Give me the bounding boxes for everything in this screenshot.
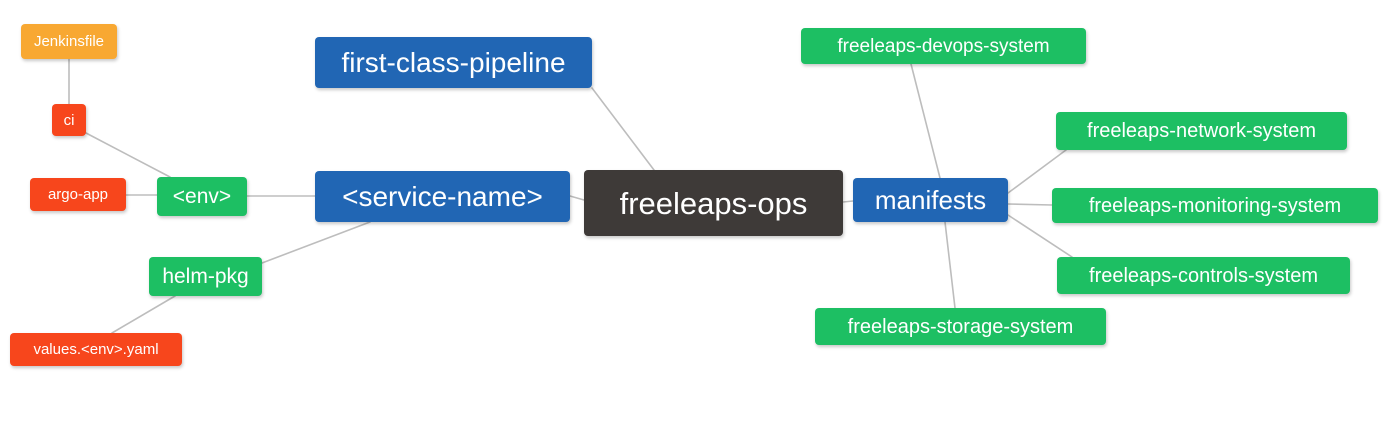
node-first-class-pipeline[interactable]: first-class-pipeline [315,37,592,88]
edge-values-yaml-to-helm-pkg [111,295,176,334]
node-label-first-class-pipeline: first-class-pipeline [341,46,566,78]
node-values-yaml[interactable]: values.<env>.yaml [10,333,182,366]
node-label-values-yaml: values.<env>.yaml [33,341,159,358]
node-label-env: <env> [172,185,232,208]
edge-helm-pkg-to-service-name [261,221,371,264]
node-helm-pkg[interactable]: helm-pkg [149,257,262,296]
node-manifests[interactable]: manifests [853,178,1008,222]
node-label-freeleaps-network-system: freeleaps-network-system [1087,120,1316,142]
node-label-freeleaps-monitoring-system: freeleaps-monitoring-system [1088,194,1342,217]
node-label-service-name: <service-name> [342,180,543,212]
node-label-jenkinsfile: Jenkinsfile [33,33,105,50]
edge-freeleaps-ops-to-manifests [842,200,854,203]
node-env[interactable]: <env> [157,177,247,216]
edge-manifests-to-freeleaps-monitoring-system [1007,203,1053,206]
edge-manifests-to-freeleaps-network-system [1007,149,1067,194]
edge-service-name-to-freeleaps-ops [569,195,585,201]
node-label-helm-pkg: helm-pkg [162,265,249,288]
node-freeleaps-devops-system[interactable]: freeleaps-devops-system [801,28,1086,64]
node-label-freeleaps-storage-system: freeleaps-storage-system [847,315,1074,338]
node-ci[interactable]: ci [52,104,86,136]
edge-manifests-to-freeleaps-storage-system [944,221,956,309]
node-label-manifests: manifests [874,185,987,215]
node-freeleaps-ops[interactable]: freeleaps-ops [584,170,843,236]
node-label-freeleaps-devops-system: freeleaps-devops-system [837,35,1050,57]
node-label-freeleaps-ops: freeleaps-ops [619,185,808,221]
node-jenkinsfile[interactable]: Jenkinsfile [21,24,117,59]
edge-ci-to-env [85,132,171,178]
node-service-name[interactable]: <service-name> [315,171,570,222]
node-label-freeleaps-controls-system: freeleaps-controls-system [1089,264,1318,287]
node-freeleaps-monitoring-system[interactable]: freeleaps-monitoring-system [1052,188,1378,223]
edge-first-class-pipeline-to-freeleaps-ops [591,87,655,171]
node-freeleaps-storage-system[interactable]: freeleaps-storage-system [815,308,1106,345]
node-argo-app[interactable]: argo-app [30,178,126,211]
node-label-argo-app: argo-app [47,186,109,203]
node-freeleaps-controls-system[interactable]: freeleaps-controls-system [1057,257,1350,294]
node-label-ci: ci [63,111,75,129]
edge-manifests-to-freeleaps-devops-system [910,63,941,179]
node-freeleaps-network-system[interactable]: freeleaps-network-system [1056,112,1347,150]
